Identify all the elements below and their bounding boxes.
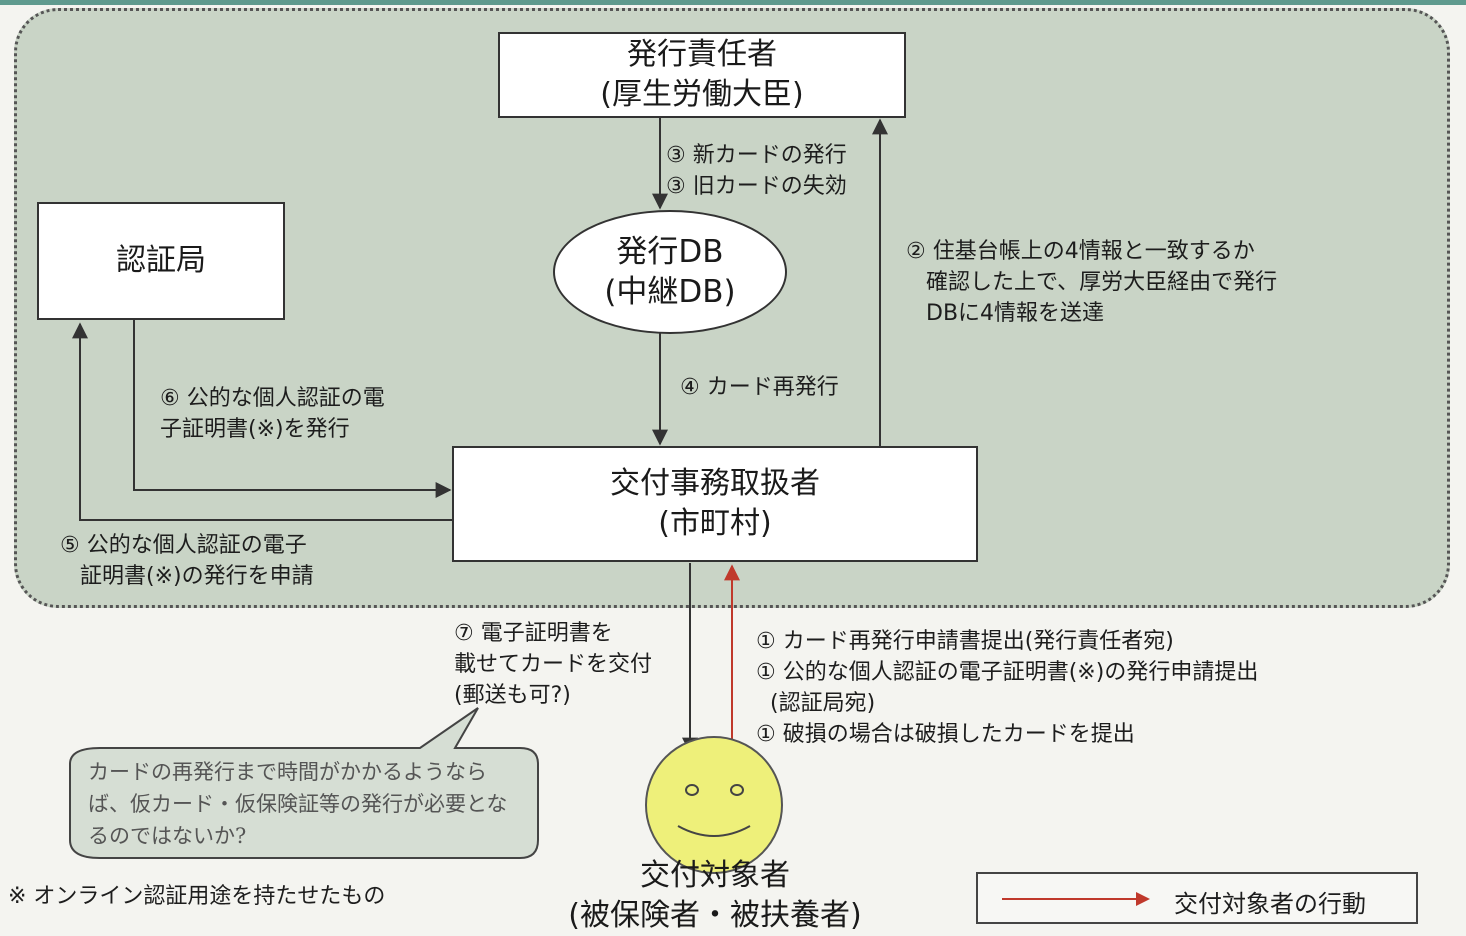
municipality-box: 交付事務取扱者 (市町村)	[452, 446, 978, 562]
person-left-eye	[685, 784, 699, 796]
step6-label: ⑥ 公的な個人認証の電 子証明書(※)を発行	[160, 383, 385, 445]
arrow-authority-to-municipality	[133, 320, 452, 498]
step7-label: ⑦ 電子証明書を 載せてカードを交付 (郵送も可?)	[454, 618, 652, 711]
speech-bubble	[69, 707, 539, 859]
step3-new-card: ③ 新カードの発行	[666, 143, 847, 168]
recipient-label: 交付対象者 (被保険者・被扶養者)	[540, 856, 890, 936]
legend: 交付対象者の行動	[976, 872, 1418, 924]
person-smile	[677, 825, 751, 837]
step1-line-3: (認証局宛)	[770, 691, 876, 716]
step3-old-card: ③ 旧カードの失効	[666, 174, 847, 199]
step7-line-2: 載せてカードを交付	[454, 652, 653, 677]
callout-text: カードの再発行まで時間がかかるようならば、仮カード・仮保険証等の発行が必要となる…	[88, 760, 508, 848]
step6-line-2: 子証明書(※)を発行	[160, 417, 350, 442]
cert-authority-box: 認証局	[37, 202, 285, 320]
legend-arrow-head	[1136, 892, 1150, 906]
step5-label: ⑤ 公的な個人認証の電子 証明書(※)の発行を申請	[60, 530, 314, 592]
step6-line-1: ⑥ 公的な個人認証の電	[160, 386, 385, 411]
issuer-title: 発行責任者	[627, 36, 777, 72]
issue-db-ellipse: 発行DB (中継DB)	[553, 210, 787, 334]
recipient-title: 交付対象者	[640, 858, 790, 893]
step7-line-3: (郵送も可?)	[454, 683, 571, 708]
step4-text: ④ カード再発行	[680, 375, 839, 400]
issue-db-title: 発行DB	[616, 233, 724, 270]
step3-label: ③ 新カードの発行 ③ 旧カードの失効	[666, 140, 847, 202]
municipality-title: 交付事務取扱者	[610, 465, 820, 501]
issuer-subtitle: (厚生労働大臣)	[600, 77, 804, 112]
legend-arrow-line	[1002, 898, 1142, 900]
municipality-subtitle: (市町村)	[658, 506, 772, 541]
step1-line-1: ① カード再発行申請書提出(発行責任者宛)	[756, 629, 1174, 654]
step2-line-1: ② 住基台帳上の4情報と一致するか	[906, 239, 1255, 264]
step7-line-1: ⑦ 電子証明書を	[454, 621, 613, 646]
person-face	[645, 736, 783, 874]
person-right-eye	[730, 784, 744, 796]
step5-line-2: 証明書(※)の発行を申請	[80, 564, 314, 589]
step2-line-3: DBに4情報を送達	[926, 301, 1105, 326]
legend-label: 交付対象者の行動	[1174, 890, 1366, 918]
step2-label: ② 住基台帳上の4情報と一致するか 確認した上で、厚労大臣経由で発行 DBに4情…	[906, 236, 1277, 329]
step5-line-1: ⑤ 公的な個人認証の電子	[60, 533, 307, 558]
step1-line-4: ① 破損の場合は破損したカードを提出	[756, 722, 1135, 747]
step1-label: ① カード再発行申請書提出(発行責任者宛) ① 公的な個人認証の電子証明書(※)…	[756, 626, 1258, 750]
issuer-box: 発行責任者 (厚生労働大臣)	[498, 32, 906, 118]
top-accent-line	[0, 0, 1466, 5]
step4-label: ④ カード再発行	[680, 372, 839, 403]
step1-line-2: ① 公的な個人認証の電子証明書(※)の発行申請提出	[756, 660, 1259, 685]
cert-authority-label: 認証局	[116, 242, 206, 278]
recipient-subtitle: (被保険者・被扶養者)	[568, 898, 862, 933]
arrow-municipality-to-authority	[72, 322, 452, 521]
footnote: ※ オンライン認証用途を持たせたもの	[8, 884, 386, 909]
issue-db-subtitle: (中継DB)	[604, 274, 736, 310]
step2-line-2: 確認した上で、厚労大臣経由で発行	[926, 270, 1278, 295]
